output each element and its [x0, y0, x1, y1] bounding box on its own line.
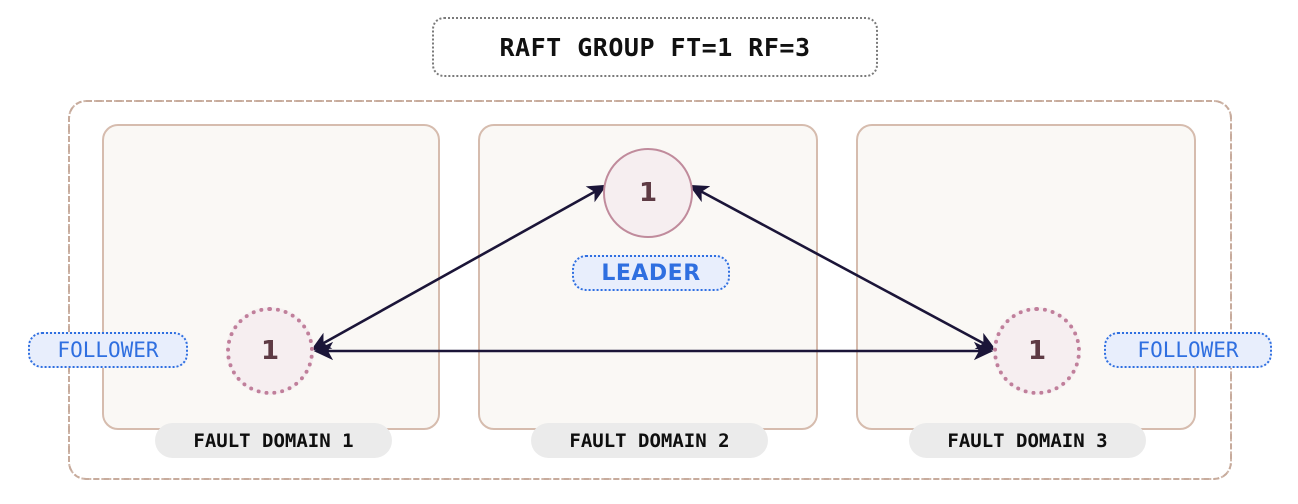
role-badge-follower-1-text: FOLLOWER — [57, 338, 159, 362]
node-leader-value: 1 — [638, 178, 658, 208]
role-badge-leader-text: LEADER — [601, 260, 701, 286]
fault-domain-label-3: FAULT DOMAIN 3 — [909, 423, 1146, 458]
raft-group-container-dot-overlay — [68, 100, 1232, 480]
fault-domain-label-2-text: FAULT DOMAIN 2 — [569, 429, 730, 452]
role-badge-leader: LEADER — [572, 255, 730, 291]
node-leader[interactable]: 1 — [603, 148, 693, 238]
diagram-title-text: RAFT GROUP FT=1 RF=3 — [499, 32, 811, 62]
node-follower-3[interactable]: 1 — [993, 307, 1081, 395]
role-badge-follower-3-text: FOLLOWER — [1137, 338, 1239, 362]
node-follower-1-value: 1 — [260, 336, 280, 366]
role-badge-follower-1: FOLLOWER — [28, 332, 188, 368]
diagram-title-badge: RAFT GROUP FT=1 RF=3 — [432, 17, 878, 77]
fault-domain-label-1-text: FAULT DOMAIN 1 — [193, 429, 354, 452]
fault-domain-label-3-text: FAULT DOMAIN 3 — [947, 429, 1108, 452]
fault-domain-label-1: FAULT DOMAIN 1 — [155, 423, 392, 458]
role-badge-follower-3: FOLLOWER — [1104, 332, 1272, 368]
fault-domain-label-2: FAULT DOMAIN 2 — [531, 423, 768, 458]
node-follower-3-value: 1 — [1027, 336, 1047, 366]
node-follower-1[interactable]: 1 — [226, 307, 314, 395]
